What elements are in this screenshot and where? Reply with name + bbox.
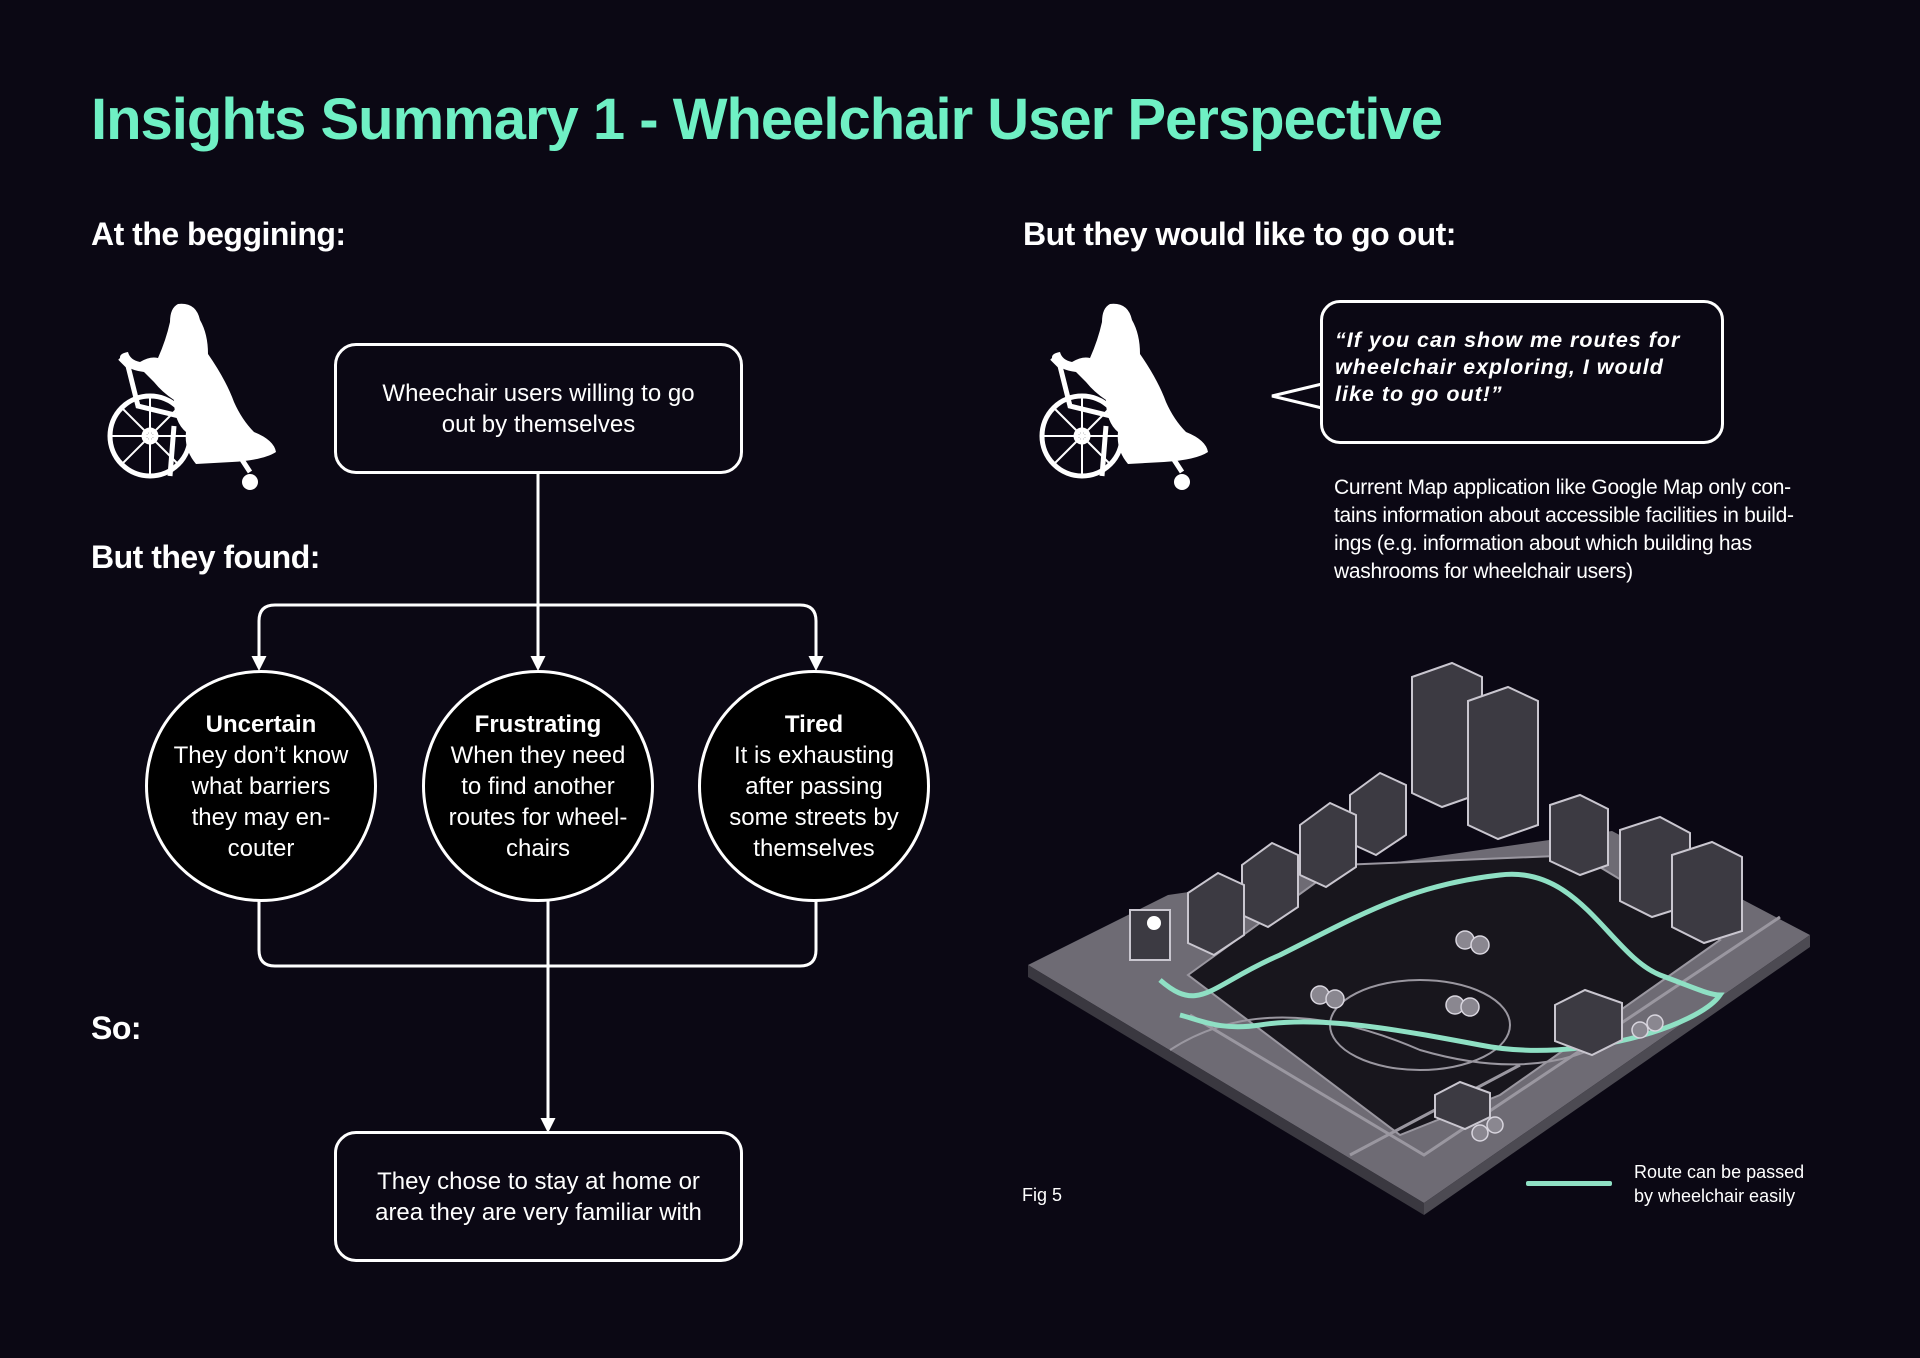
connector-branch bbox=[257, 603, 818, 668]
map-house bbox=[1434, 1080, 1491, 1131]
connector-merge bbox=[257, 900, 818, 968]
finding-line: they may en- bbox=[191, 803, 331, 831]
finding-line: couter bbox=[227, 834, 295, 862]
map-building bbox=[1671, 840, 1743, 945]
figure-label: Fig 5 bbox=[1022, 1185, 1063, 1205]
map-house bbox=[1299, 801, 1357, 889]
box-start-line-2: out by themselves bbox=[441, 410, 636, 438]
map-building bbox=[1549, 793, 1609, 877]
wheelchair-user-icon bbox=[1039, 303, 1208, 490]
finding-line: some streets by bbox=[729, 803, 899, 831]
finding-line: They don’t know bbox=[173, 741, 349, 769]
box-end-line-2: area they are very familiar with bbox=[375, 1198, 702, 1226]
finding-title: Uncertain bbox=[205, 710, 317, 738]
finding-tired: Tired It is exhausting after passing som… bbox=[698, 670, 930, 902]
map-trees bbox=[1310, 930, 1664, 1142]
finding-frustrating: Frustrating When they need to find anoth… bbox=[422, 670, 654, 902]
heading-beginning: At the beggining: bbox=[91, 216, 346, 252]
legend-label-route: Route can be passed by wheelchair easily bbox=[1634, 1160, 1804, 1208]
map-house bbox=[1554, 988, 1623, 1057]
map-house bbox=[1349, 771, 1407, 857]
map-building bbox=[1467, 685, 1539, 841]
wheelchair-user-icon bbox=[107, 303, 276, 490]
heading-found: But they found: bbox=[91, 539, 320, 575]
flow-connectors bbox=[251, 474, 824, 1133]
box-start: Wheechair users willing to go out by them… bbox=[334, 343, 743, 474]
heading-so: So: bbox=[91, 1010, 142, 1046]
page-title: Insights Summary 1 - Wheelchair User Per… bbox=[91, 87, 1443, 152]
map-note-line: ings (e.g. information about which build… bbox=[1334, 532, 1752, 555]
legend-line: Route can be passed bbox=[1634, 1162, 1805, 1182]
wheelchair-route bbox=[1158, 871, 1725, 1053]
finding-title: Tired bbox=[784, 710, 844, 738]
map-note-line: Current Map application like Google Map … bbox=[1334, 476, 1791, 499]
finding-line: It is exhausting bbox=[733, 741, 895, 769]
speech-bubble-tail bbox=[1271, 382, 1323, 410]
map-note: Current Map application like Google Map … bbox=[1334, 474, 1824, 586]
box-start-line-1: Wheechair users willing to go bbox=[382, 379, 695, 407]
heading-go-out: But they would like to go out: bbox=[1023, 216, 1456, 252]
map-road bbox=[1189, 915, 1781, 1157]
legend-line: by wheelchair easily bbox=[1634, 1186, 1796, 1206]
box-end: They chose to stay at home or area they a… bbox=[334, 1131, 743, 1262]
map-note-line: washrooms for wheelchair users) bbox=[1334, 560, 1633, 583]
finding-line: to find another bbox=[461, 772, 615, 800]
isometric-map-illustration bbox=[1028, 661, 1810, 1215]
finding-uncertain: Uncertain They don’t know what barriers … bbox=[145, 670, 377, 902]
finding-line: themselves bbox=[753, 834, 875, 862]
finding-line: chairs bbox=[505, 834, 571, 862]
finding-line: after passing bbox=[745, 772, 883, 800]
map-note-line: tains information about accessible facil… bbox=[1334, 504, 1794, 527]
map-house bbox=[1187, 871, 1245, 957]
finding-title: Frustrating bbox=[474, 710, 602, 738]
finding-line: what barriers bbox=[191, 772, 331, 800]
finding-line: routes for wheel- bbox=[448, 803, 628, 831]
box-end-line-1: They chose to stay at home or bbox=[377, 1167, 700, 1195]
legend-swatch-route bbox=[1526, 1181, 1612, 1186]
finding-line: When they need bbox=[450, 741, 626, 769]
quote-bubble: “If you can show me routes for wheelchai… bbox=[1320, 300, 1724, 444]
